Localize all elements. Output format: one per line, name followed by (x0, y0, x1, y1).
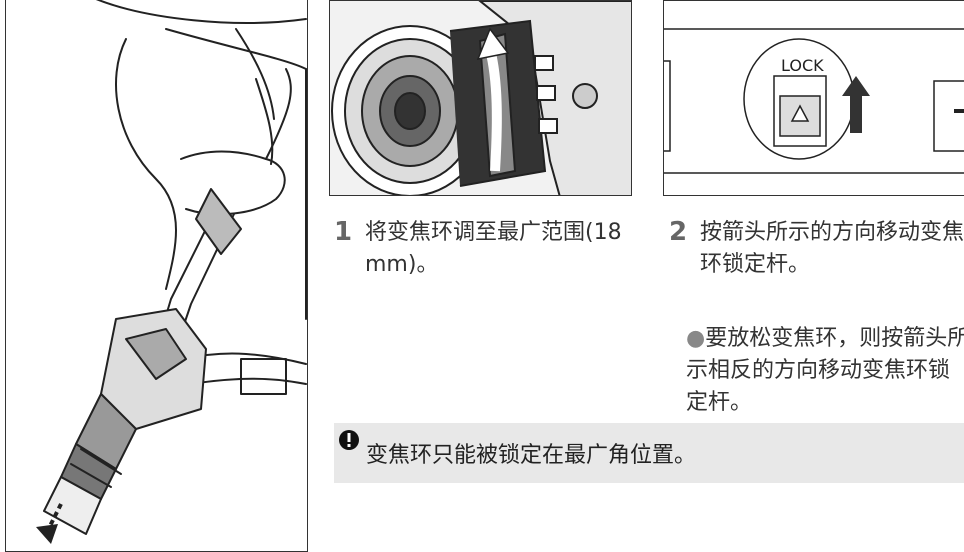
caution-text: 变焦环只能被锁定在最广角位置。 (366, 443, 697, 468)
zoom-ring-illustration-panel (329, 0, 632, 196)
bullet-icon: ● (686, 326, 706, 351)
step2-bullet: ●要放松变焦环，则按箭头所示相反的方向移动变焦环锁定杆。 (686, 323, 964, 419)
step2-instruction: 按箭头所示的方向移动变焦环锁定杆。 (700, 220, 964, 277)
zoom-lens-illustration (330, 1, 631, 195)
caution-icon (338, 429, 360, 451)
lock-lever-illustration-panel: LOCK (663, 0, 964, 196)
arrow-up-icon (842, 76, 870, 133)
strap-illustration-panel (5, 0, 308, 552)
lock-label: LOCK (781, 56, 824, 75)
rotate-arrow-icon (476, 27, 510, 172)
lens-drop-arrow-icon (36, 503, 63, 544)
lock-lever-illustration: LOCK (664, 1, 964, 195)
camera-strap-illustration (36, 0, 307, 544)
step-number: 2 (669, 217, 688, 247)
bullet-text: 要放松变焦环，则按箭头所示相反的方向移动变焦环锁定杆。 (686, 326, 964, 415)
step1-instruction: 将变焦环调至最广范围(18 mm)。 (365, 220, 622, 277)
step-number: 1 (334, 217, 353, 247)
caution-note: 变焦环只能被锁定在最广角位置。 (334, 423, 964, 483)
